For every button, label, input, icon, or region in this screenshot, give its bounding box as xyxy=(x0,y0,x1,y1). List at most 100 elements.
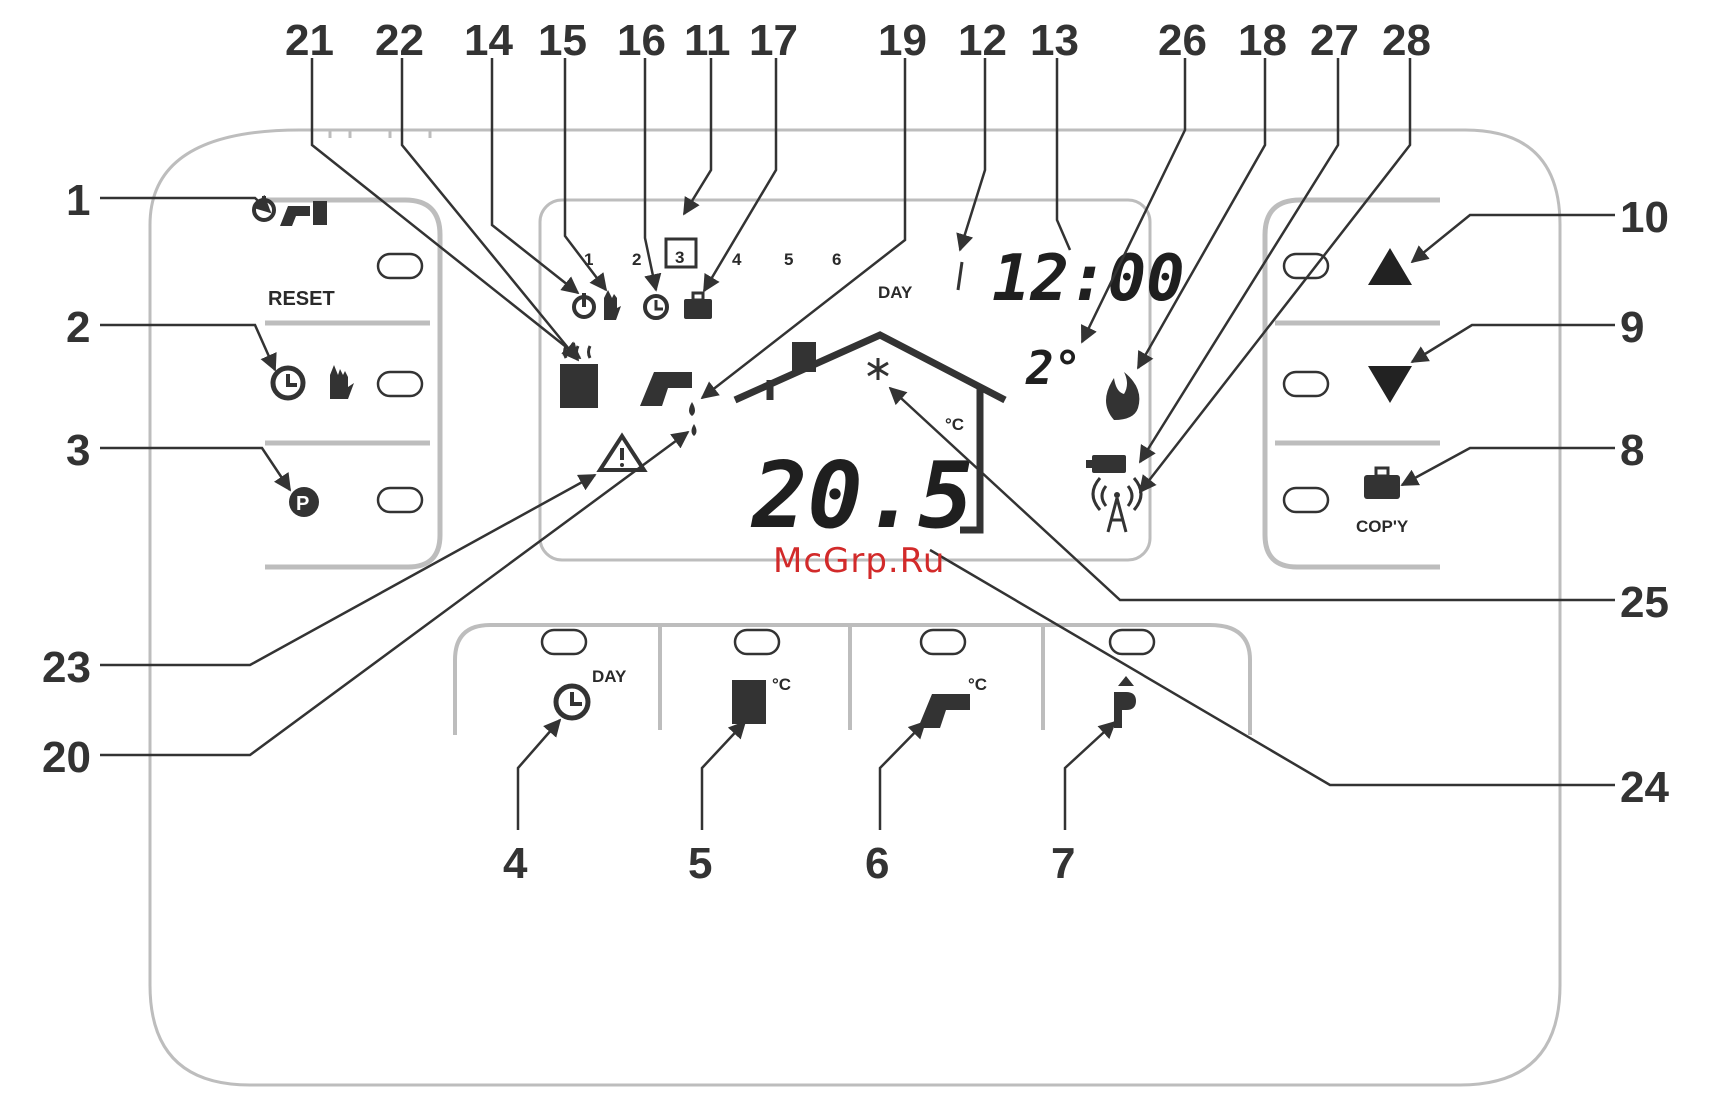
callout-9: 9 xyxy=(1620,303,1644,352)
callout-3: 3 xyxy=(66,426,90,475)
tap-icon xyxy=(280,206,310,226)
leader-1 xyxy=(100,198,270,212)
bottom-button-tap[interactable] xyxy=(921,630,965,654)
tap-unit-label: °C xyxy=(968,675,987,694)
callout-22: 22 xyxy=(375,16,424,65)
leader-18 xyxy=(1138,58,1265,368)
briefcase-icon xyxy=(684,293,712,319)
callout-28: 28 xyxy=(1382,16,1431,65)
callout-19: 19 xyxy=(878,16,927,65)
callout-26: 26 xyxy=(1158,16,1207,65)
clock-icon xyxy=(645,296,667,318)
callout-17: 17 xyxy=(749,16,798,65)
tap-icon xyxy=(640,372,692,406)
bottom-button-p[interactable] xyxy=(1110,630,1154,654)
left-button-2[interactable] xyxy=(378,372,422,396)
right-button-copy[interactable] xyxy=(1284,488,1328,512)
p-icon xyxy=(1114,676,1136,728)
leader-7 xyxy=(1065,722,1115,830)
svg-text:P: P xyxy=(296,493,309,515)
day-numbers: 1 2 3 4 5 6 xyxy=(584,239,841,269)
leader-25 xyxy=(890,388,1615,600)
leader-20 xyxy=(100,432,688,755)
bottom-button-bar: DAY °C °C xyxy=(455,625,1250,735)
copy-label: COP'Y xyxy=(1356,517,1409,536)
callout-1: 1 xyxy=(66,176,90,225)
callout-10: 10 xyxy=(1620,193,1669,242)
callout-8: 8 xyxy=(1620,426,1644,475)
leader-8 xyxy=(1402,448,1615,485)
callout-11: 11 xyxy=(684,16,731,65)
leader-24 xyxy=(930,550,1615,785)
callout-14: 14 xyxy=(464,16,513,65)
callout-21: 21 xyxy=(285,16,334,65)
callout-18: 18 xyxy=(1238,16,1287,65)
flame-icon xyxy=(1106,372,1139,420)
left-button-panel: RESET P xyxy=(254,196,440,567)
radiator-icon xyxy=(732,680,766,724)
antenna-signal-icon xyxy=(1093,478,1141,532)
leader-9 xyxy=(1412,325,1615,362)
bottom-button-radiator[interactable] xyxy=(735,630,779,654)
radiator-heating-icon xyxy=(560,346,598,408)
callout-6: 6 xyxy=(865,839,889,888)
leader-16 xyxy=(645,58,656,290)
callout-20: 20 xyxy=(42,733,91,782)
hand-icon xyxy=(330,365,354,399)
callout-13: 13 xyxy=(1030,16,1079,65)
left-button-3[interactable] xyxy=(378,488,422,512)
callout-4: 4 xyxy=(503,839,528,888)
callout-24: 24 xyxy=(1620,763,1669,812)
callout-12: 12 xyxy=(958,16,1007,65)
day-4: 4 xyxy=(732,250,742,269)
callout-2: 2 xyxy=(66,303,90,352)
leader-10 xyxy=(1412,215,1615,262)
day-2: 2 xyxy=(632,250,641,269)
up-triangle-icon xyxy=(1368,248,1412,285)
day-label: DAY xyxy=(592,667,627,686)
right-button-panel: COP'Y xyxy=(1265,200,1440,567)
lcd-contents: 1 2 3 4 5 6 °C 20.5 DAY xyxy=(560,239,1185,549)
briefcase-icon xyxy=(1364,468,1400,499)
right-button-down[interactable] xyxy=(1284,372,1328,396)
leader-4 xyxy=(518,720,560,830)
left-button-1[interactable] xyxy=(378,254,422,278)
callout-25: 25 xyxy=(1620,578,1669,627)
callout-16: 16 xyxy=(617,16,666,65)
leader-23 xyxy=(100,475,595,665)
day-6: 6 xyxy=(832,250,841,269)
colon-segment xyxy=(958,262,962,290)
leader-11 xyxy=(684,58,711,214)
watermark: McGrp.Ru xyxy=(773,541,945,581)
down-triangle-icon xyxy=(1368,366,1412,403)
clock-icon xyxy=(556,686,588,718)
clock-icon xyxy=(273,368,303,398)
standby-icon xyxy=(574,293,594,317)
chimney xyxy=(792,342,816,372)
small-drop-icon xyxy=(692,424,697,436)
hand-icon xyxy=(604,290,621,320)
callout-27: 27 xyxy=(1310,16,1359,65)
outside-temperature: 2° xyxy=(1025,341,1081,395)
leader-2 xyxy=(100,325,275,370)
day-3: 3 xyxy=(675,248,684,267)
snowflake-icon xyxy=(868,358,888,380)
radiator-icon xyxy=(313,201,327,225)
room-temperature: 20.5 xyxy=(750,442,974,549)
device-body xyxy=(150,130,1560,1085)
p-circle-icon: P xyxy=(289,487,319,517)
leader-13 xyxy=(1057,58,1070,250)
reset-label: RESET xyxy=(268,288,335,310)
house-unit: °C xyxy=(945,415,964,434)
warning-icon xyxy=(600,436,644,470)
battery-icon xyxy=(1086,455,1126,473)
callout-23: 23 xyxy=(42,643,91,692)
day-5: 5 xyxy=(784,250,793,269)
bottom-button-day[interactable] xyxy=(542,630,586,654)
water-drop-icon xyxy=(689,402,695,416)
clock-display: 12:00 xyxy=(992,242,1185,316)
leader-12 xyxy=(960,58,985,250)
leader-6 xyxy=(880,722,925,830)
callout-15: 15 xyxy=(538,16,587,65)
